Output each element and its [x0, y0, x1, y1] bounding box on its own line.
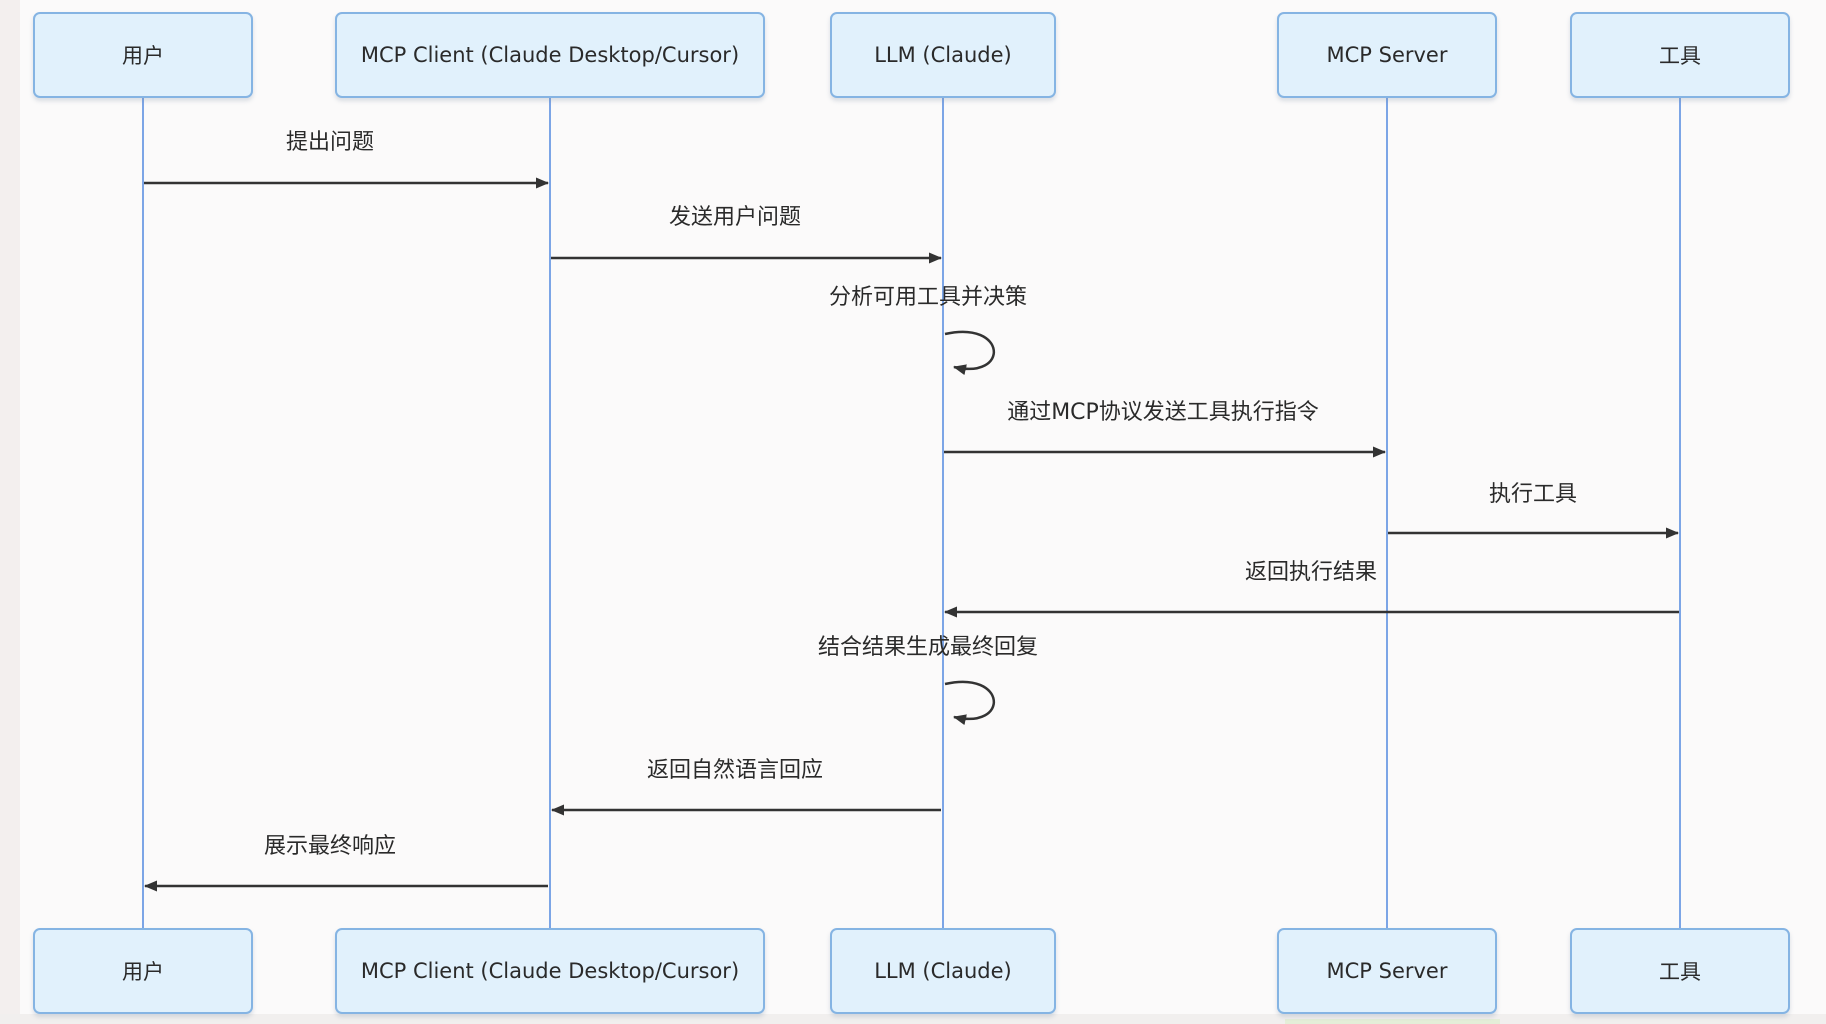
actor-label: 用户: [122, 44, 164, 68]
message-label-2: 发送用户问题: [668, 205, 802, 230]
message-label-4: 通过MCP协议发送工具执行指令: [1007, 400, 1319, 425]
message-label-3: 分析可用工具并决策: [828, 285, 1028, 310]
message-label-6: 返回执行结果: [1244, 560, 1378, 585]
actor-bottom-mcp-client: MCP Client (Claude Desktop/Cursor): [335, 928, 765, 1014]
lifeline-tool: [1679, 98, 1681, 928]
actor-bottom-user: 用户: [33, 928, 253, 1014]
lifeline-mcp-client: [549, 98, 551, 928]
lifeline-mcp-server: [1386, 98, 1388, 928]
actor-top-llm: LLM (Claude): [830, 12, 1056, 98]
message-label-8: 返回自然语言回应: [646, 758, 824, 783]
actor-label: 工具: [1659, 44, 1701, 68]
self-loop-arrow-1: [944, 330, 995, 376]
actor-label: 用户: [122, 960, 164, 984]
message-label-1: 提出问题: [285, 130, 375, 155]
actor-label: LLM (Claude): [874, 43, 1012, 67]
message-label-9: 展示最终响应: [263, 834, 397, 859]
actor-top-mcp-client: MCP Client (Claude Desktop/Cursor): [335, 12, 765, 98]
lifeline-user: [142, 98, 144, 928]
actor-label: LLM (Claude): [874, 959, 1012, 983]
message-label-7: 结合结果生成最终回复: [817, 635, 1039, 660]
actor-bottom-tool: 工具: [1570, 928, 1790, 1014]
partial-element-below-diagram: [1285, 1019, 1500, 1024]
actor-bottom-mcp-server: MCP Server: [1277, 928, 1497, 1014]
page-gutter-bottom: [0, 1014, 1826, 1024]
actor-label: MCP Server: [1326, 959, 1448, 983]
actor-label: MCP Client (Claude Desktop/Cursor): [360, 959, 740, 983]
actor-top-user: 用户: [33, 12, 253, 98]
actor-top-mcp-server: MCP Server: [1277, 12, 1497, 98]
actor-label: 工具: [1659, 960, 1701, 984]
actor-label: MCP Server: [1326, 43, 1448, 67]
self-loop-arrow-2: [944, 680, 995, 726]
actor-top-tool: 工具: [1570, 12, 1790, 98]
page-gutter-left: [0, 0, 20, 1024]
actor-label: MCP Client (Claude Desktop/Cursor): [360, 43, 740, 67]
message-label-5: 执行工具: [1488, 482, 1578, 507]
lifeline-llm: [942, 98, 944, 928]
actor-bottom-llm: LLM (Claude): [830, 928, 1056, 1014]
